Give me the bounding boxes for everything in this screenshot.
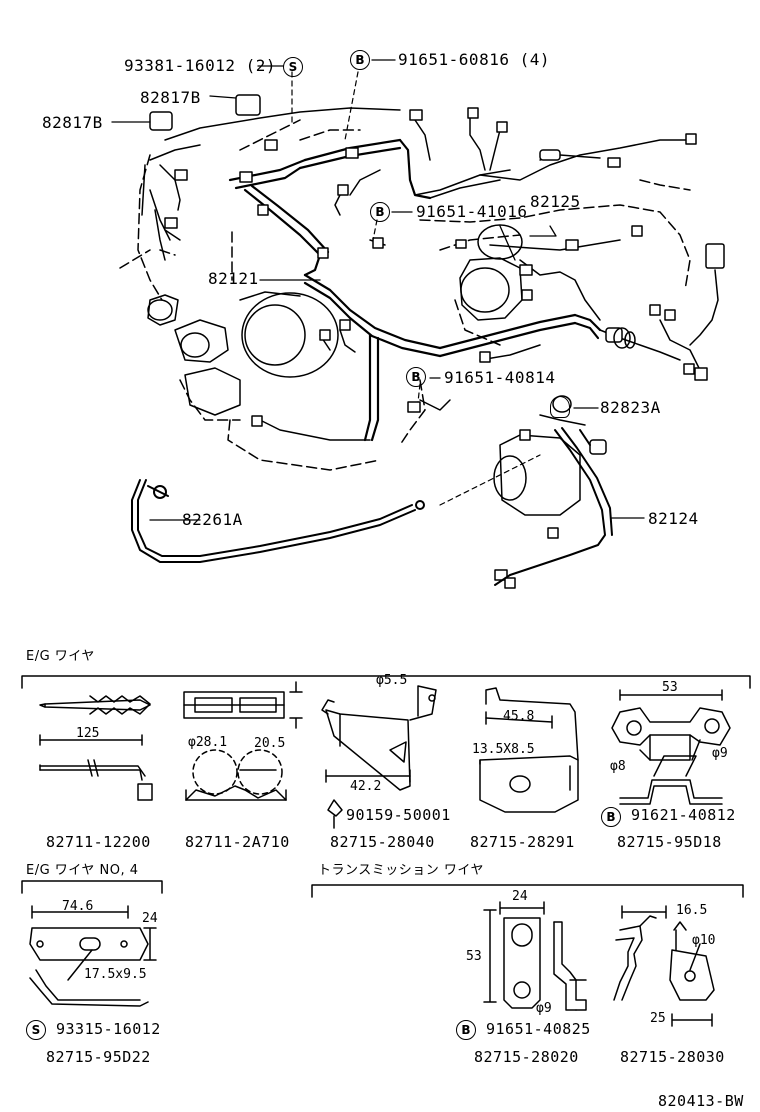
engine-block [141, 107, 586, 516]
wire-82261a [131, 479, 425, 563]
dim-diameter-5-5: φ5.5 [376, 673, 408, 688]
part-number-82715-28040: 82715-28040 [330, 833, 435, 851]
dim-diameter-8: φ8 [610, 759, 626, 774]
dim-53: 53 [466, 949, 482, 964]
dim-53: 53 [662, 680, 678, 695]
callout-82817b-upper: 82817B [140, 88, 201, 107]
badge-b: B [601, 807, 621, 827]
section-transmission-wire: トランスミッション ワイヤ [318, 863, 484, 878]
part-number-82715-28020: 82715-28020 [474, 1048, 579, 1066]
part-number-82715-95D18: 82715-95D18 [617, 833, 722, 851]
bulb-icon [550, 396, 570, 418]
harness-82121 [228, 138, 602, 442]
part-82711-2A710-drawing [183, 681, 303, 801]
callout-91651-40814: 91651-40814 [444, 368, 556, 387]
dim-diameter-9: φ9 [712, 746, 728, 761]
engine-outline [119, 119, 691, 471]
part-number-82715-28030: 82715-28030 [620, 1048, 725, 1066]
diagram-code: 820413-BW [658, 1092, 744, 1110]
callout-93381-16012: 93381-16012 (2) [124, 56, 276, 75]
callout-91651-41016: 91651-41016 [416, 202, 528, 221]
bolt-91621-40812: 91621-40812 [631, 806, 736, 824]
part-82715-28020-drawing [483, 901, 587, 1011]
badge-b: B [456, 1020, 476, 1040]
badge-b: B [350, 50, 370, 70]
dim-diameter-10: φ10 [692, 933, 716, 948]
callout-82121: 82121 [208, 269, 259, 288]
callout-91651-60816: 91651-60816 (4) [398, 50, 550, 69]
connectors [149, 94, 725, 589]
dim-17-5x9-5: 17.5x9.5 [84, 967, 147, 982]
callout-82124: 82124 [648, 509, 699, 528]
harness-82124 [494, 427, 613, 586]
part-82715-28030-drawing [613, 905, 715, 1027]
dim-74-6: 74.6 [62, 899, 94, 914]
badge-b: B [406, 367, 426, 387]
part-number-82715-28291: 82715-28291 [470, 833, 575, 851]
section-brackets [21, 675, 751, 898]
dim-16-5: 16.5 [676, 903, 708, 918]
bolt-91651-40825: 91651-40825 [486, 1020, 591, 1038]
callout-82125: 82125 [530, 192, 581, 211]
badge-s: S [26, 1020, 46, 1040]
dim-125: 125 [76, 726, 100, 741]
callout-82823a: 82823A [600, 398, 661, 417]
part-82715-95D22-drawing [29, 905, 157, 1007]
leader-lines [111, 59, 645, 521]
dim-13-5x8-5: 13.5X8.5 [472, 742, 535, 757]
dim-45-8: 45.8 [503, 709, 535, 724]
bolt-90159-50001: 90159-50001 [346, 806, 451, 824]
part-82715-28291-drawing [479, 687, 579, 813]
part-number-82711-12200: 82711-12200 [46, 833, 151, 851]
dim-25: 25 [650, 1011, 666, 1026]
dim-24: 24 [142, 911, 158, 926]
dim-diameter-9: φ9 [536, 1001, 552, 1016]
bolt-93315-16012: 93315-16012 [56, 1020, 161, 1038]
section-eg-wire-no4: E/G ワイヤ NO, 4 [26, 863, 139, 878]
leader-lines-dashed [291, 71, 541, 506]
part-number-82711-2A710: 82711-2A710 [185, 833, 290, 851]
badge-b: B [370, 202, 390, 222]
callout-82261a: 82261A [182, 510, 243, 529]
part-82715-28040-drawing [321, 685, 437, 829]
section-eg-wire: E/G ワイヤ [26, 649, 95, 664]
dim-20-5: 20.5 [254, 736, 286, 751]
badge-s: S [283, 57, 303, 77]
dim-24: 24 [512, 889, 528, 904]
dim-42-2: 42.2 [350, 779, 382, 794]
dim-diameter-28-1: φ28.1 [188, 735, 228, 750]
part-82715-95D18-drawing [611, 689, 731, 805]
part-82711-12200-drawing [39, 695, 153, 801]
callout-82817b-left: 82817B [42, 113, 103, 132]
part-number-82715-95D22: 82715-95D22 [46, 1048, 151, 1066]
